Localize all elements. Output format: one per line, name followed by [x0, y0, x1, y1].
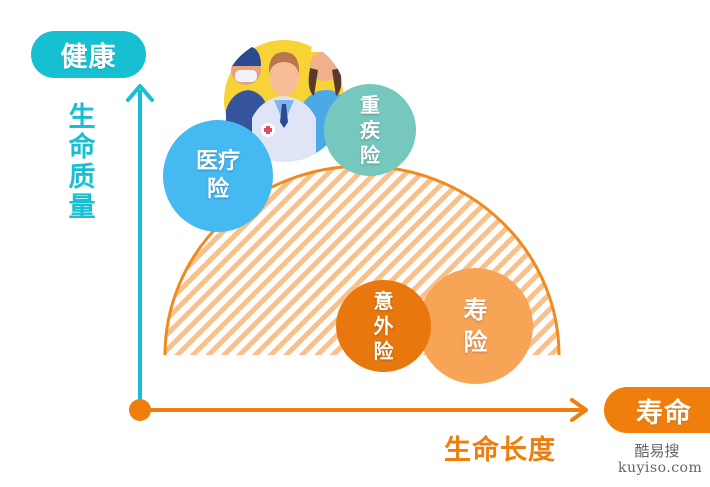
x-axis-title: 生命长度 [444, 435, 556, 466]
watermark-url: kuyiso.com [618, 460, 703, 476]
watermark-cn: 酷易搜 [634, 442, 680, 460]
bubble-label-line: 险 [373, 338, 394, 363]
bubble-label-line: 医疗 [195, 149, 240, 174]
bubble-accident-insurance: 意 外 险 [336, 280, 431, 372]
y-axis-title: 生命质量 [68, 102, 96, 223]
y-axis [126, 84, 154, 406]
x-axis-end-label-lifespan: 寿命 [604, 387, 710, 433]
bubble-label-line: 重 [360, 92, 380, 117]
origin-dot [129, 399, 151, 421]
bubble-label-line: 险 [463, 328, 488, 356]
bubble-critical-illness-insurance: 重 疾 险 [324, 84, 416, 176]
bubble-label-line: 险 [206, 177, 229, 202]
y-axis-end-label-health: 健康 [31, 31, 146, 78]
bubble-label-line: 意 [373, 288, 394, 313]
bubble-life-insurance: 寿 险 [418, 268, 533, 384]
bubble-label-line: 寿 [463, 296, 488, 324]
bubble-label-line: 疾 [360, 117, 380, 142]
bubble-label-line: 外 [373, 313, 394, 338]
bubble-label-line: 险 [360, 142, 380, 167]
x-axis [129, 398, 588, 422]
bubble-medical-insurance: 医疗 险 [163, 120, 273, 232]
